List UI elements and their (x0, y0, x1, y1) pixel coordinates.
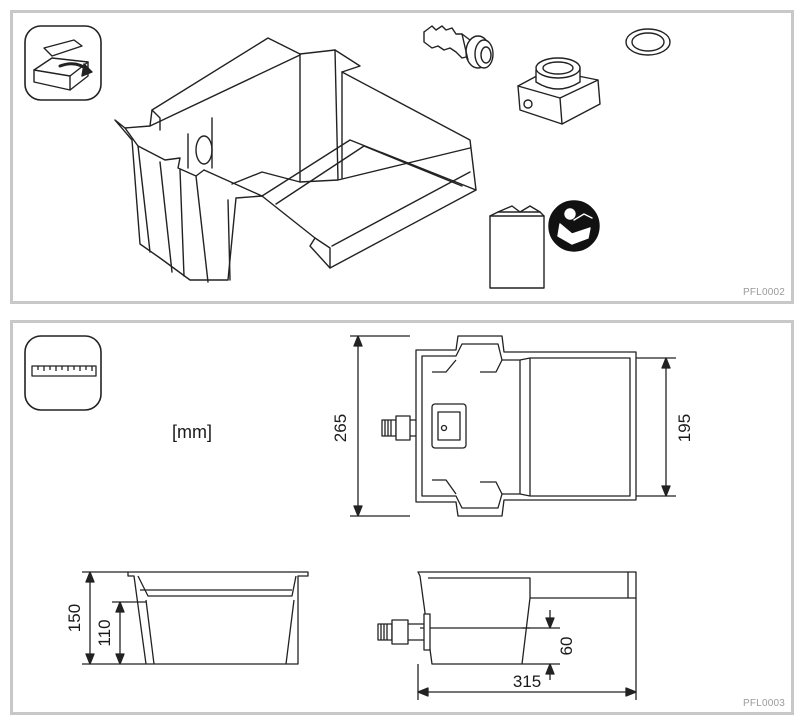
dim-315 (417, 598, 637, 700)
basin-top-view (381, 335, 637, 517)
figure-code: PFL0002 (743, 287, 785, 298)
dimensions-panel: PFL0003 (10, 320, 794, 715)
dim-label-150: 150 (65, 604, 84, 632)
manual-booklet-icon (489, 205, 545, 289)
dim-label-60: 60 (557, 637, 576, 656)
basin-side-view (377, 571, 637, 665)
read-manual-icon (548, 200, 600, 252)
dim-label-315: 315 (513, 672, 541, 691)
dim-110 (112, 601, 146, 665)
dim-60 (522, 610, 560, 680)
adapter-icon (517, 57, 601, 125)
dim-label-265: 265 (331, 414, 350, 442)
dim-195 (636, 357, 676, 497)
seal-ring-icon (625, 28, 671, 56)
unit-label: [mm] (172, 422, 212, 442)
fitting-icon (423, 25, 494, 69)
ruler-icon (24, 335, 102, 411)
figure-code: PFL0003 (743, 698, 785, 709)
dim-265 (350, 335, 410, 517)
basin-front-view (127, 571, 309, 665)
basin-isometric (114, 37, 477, 283)
unpack-box-icon (24, 25, 102, 101)
dim-label-195: 195 (675, 414, 694, 442)
dim-150 (82, 571, 146, 665)
dim-label-110: 110 (95, 619, 114, 646)
